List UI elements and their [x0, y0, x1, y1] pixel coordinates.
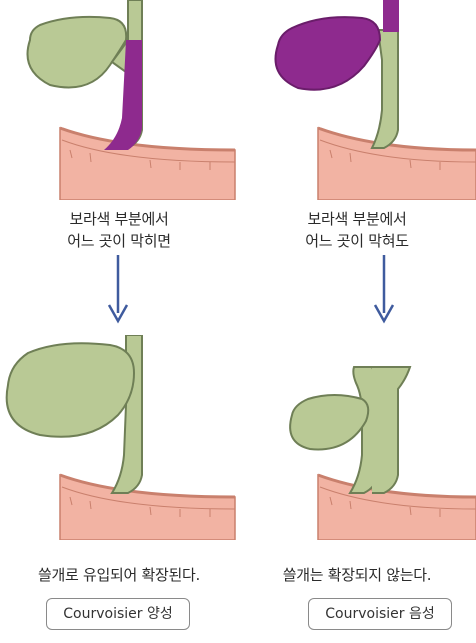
top-left-caption: 보라색 부분에서 어느 곳이 막히면: [0, 208, 238, 252]
down-arrow-right: [373, 255, 395, 324]
gallbladder-obstructed: [274, 16, 382, 91]
gallbladder-normal: [289, 394, 370, 451]
upper-duct-obstructed: [383, 0, 399, 32]
bottom-left-illustration: [5, 335, 236, 540]
bottom-right-illustration: [289, 366, 476, 540]
top-left-caption-line2: 어느 곳이 막히면: [67, 232, 171, 250]
top-right-illustration: [274, 0, 476, 200]
duodenum-wall: [59, 473, 236, 540]
courvoisier-positive-badge: Courvoisier 양성: [46, 598, 190, 630]
top-right-caption-line2: 어느 곳이 막혀도: [305, 232, 409, 250]
bile-duct: [370, 29, 399, 149]
duodenum-wall: [59, 126, 236, 200]
duodenum-wall: [317, 126, 476, 200]
courvoisier-negative-badge: Courvoisier 음성: [308, 598, 452, 630]
bottom-right-caption: 쓸개는 확장되지 않는다.: [282, 566, 432, 584]
gallbladder: [26, 15, 128, 89]
top-left-caption-line1: 보라색 부분에서: [69, 210, 169, 228]
top-right-caption: 보라색 부분에서 어느 곳이 막혀도: [238, 208, 476, 252]
top-right-caption-line1: 보라색 부분에서: [307, 210, 407, 228]
duodenum-wall: [317, 473, 476, 540]
obstruction-region: [104, 40, 142, 150]
down-arrow-left: [107, 255, 129, 324]
top-left-illustration: [26, 0, 236, 200]
bottom-left-caption: 쓸개로 유입되어 확장된다.: [38, 566, 200, 584]
gallbladder-distended: [5, 342, 136, 438]
